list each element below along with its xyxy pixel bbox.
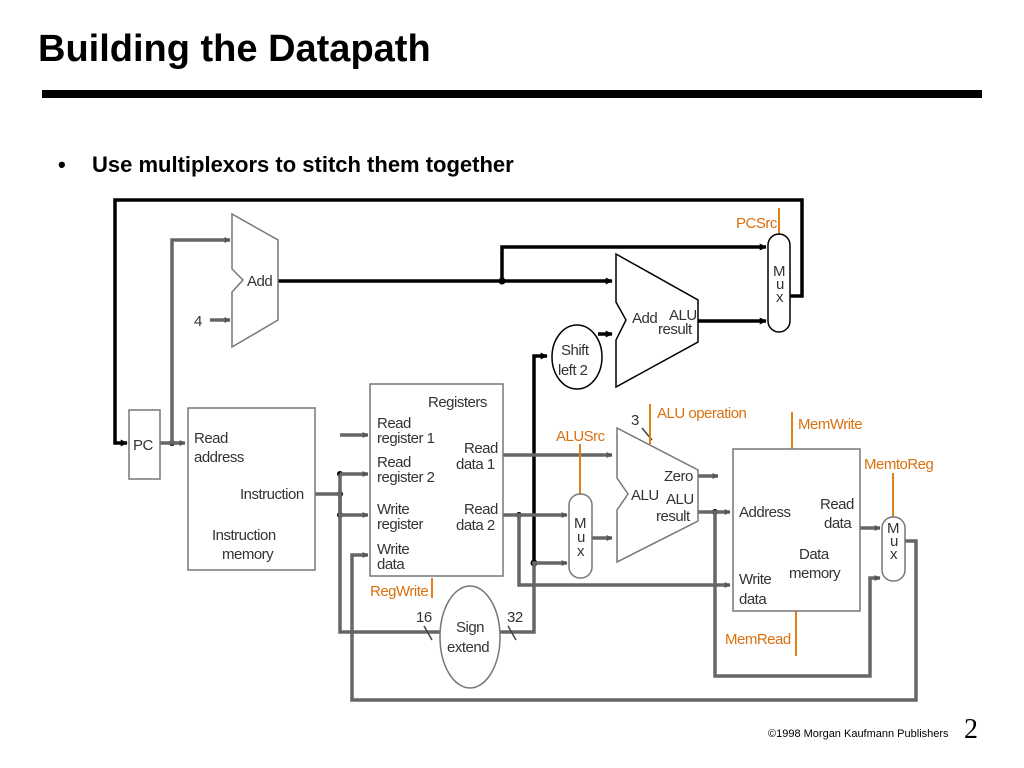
- sign-out-width: 32: [507, 609, 523, 626]
- svg-text:register: register: [377, 516, 424, 533]
- label-pcsrc: PCSrc: [736, 215, 778, 232]
- pc-feedback-wires: [113, 198, 804, 563]
- label-memwrite: MemWrite: [798, 416, 862, 433]
- svg-text:Read: Read: [377, 415, 411, 432]
- svg-text:data: data: [824, 515, 852, 532]
- svg-text:Instruction: Instruction: [212, 527, 276, 544]
- bullet-item: • Use multiplexors to stitch them togethe…: [58, 152, 514, 178]
- page-number: 2: [964, 714, 978, 745]
- svg-text:x: x: [577, 543, 585, 560]
- svg-text:M: M: [574, 515, 586, 532]
- svg-text:PC: PC: [133, 437, 154, 454]
- register-file: Registers Read register 1 Read register …: [369, 383, 504, 577]
- label-alusrc: ALUSrc: [556, 428, 606, 445]
- branch-adder: Add ALU result: [615, 252, 699, 389]
- svg-text:data: data: [377, 556, 405, 573]
- svg-text:result: result: [656, 508, 691, 525]
- svg-text:register 2: register 2: [377, 469, 435, 486]
- svg-text:address: address: [194, 449, 244, 466]
- svg-text:Read: Read: [377, 454, 411, 471]
- control-lines: [431, 208, 894, 656]
- label-regwrite: RegWrite: [370, 583, 428, 600]
- svg-text:ALU: ALU: [631, 487, 659, 504]
- svg-text:Read: Read: [464, 501, 498, 518]
- slide-title: Building the Datapath: [38, 28, 431, 70]
- svg-text:Zero: Zero: [664, 468, 693, 485]
- main-alu: ALU Zero ALU result 3: [616, 412, 699, 564]
- svg-text:memory: memory: [222, 546, 274, 563]
- label-memread: MemRead: [725, 631, 791, 648]
- svg-text:data 1: data 1: [456, 456, 495, 473]
- control-signal-labels: PCSrc ALU operation MemWrite ALUSrc Memt…: [370, 215, 934, 648]
- svg-text:Registers: Registers: [428, 394, 487, 411]
- memtoreg-mux: M u x: [881, 516, 906, 582]
- svg-text:x: x: [776, 289, 784, 306]
- svg-text:left 2: left 2: [558, 362, 588, 379]
- bullet-text: Use multiplexors to stitch them together: [92, 152, 514, 177]
- svg-text:register 1: register 1: [377, 430, 435, 447]
- pc-adder: Add: [231, 212, 279, 349]
- svg-text:extend: extend: [447, 639, 489, 656]
- svg-text:data: data: [739, 591, 767, 608]
- title-rule: [42, 90, 982, 98]
- svg-text:u: u: [577, 529, 585, 546]
- svg-text:memory: memory: [789, 565, 841, 582]
- svg-text:u: u: [776, 276, 784, 293]
- svg-text:Read: Read: [464, 440, 498, 457]
- datapath-wires: [160, 237, 918, 702]
- svg-text:M: M: [887, 520, 899, 537]
- svg-text:ALU: ALU: [669, 307, 697, 324]
- svg-text:u: u: [890, 533, 898, 550]
- svg-text:Sign: Sign: [456, 619, 484, 636]
- footer-copyright: ©1998 Morgan Kaufmann Publishers: [768, 728, 949, 740]
- svg-text:result: result: [658, 321, 693, 338]
- svg-text:Add: Add: [632, 310, 657, 327]
- svg-text:Add: Add: [247, 273, 272, 290]
- svg-text:Address: Address: [739, 504, 791, 521]
- pc-mux: M u x: [767, 233, 791, 333]
- constant-four: 4: [194, 313, 202, 330]
- svg-text:Shift: Shift: [561, 342, 590, 359]
- svg-text:Write: Write: [377, 541, 409, 558]
- shift-left-2: Shift left 2: [551, 324, 603, 390]
- svg-text:data 2: data 2: [456, 517, 495, 534]
- sign-in-width: 16: [416, 609, 432, 626]
- bullet-glyph: •: [58, 152, 66, 177]
- instruction-memory: Read address Instruction Instruction mem…: [187, 407, 316, 571]
- svg-text:Write: Write: [739, 571, 771, 588]
- svg-text:Read: Read: [194, 430, 228, 447]
- svg-text:x: x: [890, 546, 898, 563]
- label-alu-operation: ALU operation: [657, 405, 747, 422]
- label-memtoreg: MemtoReg: [864, 456, 934, 473]
- sign-extend: Sign extend 16 32: [416, 585, 523, 689]
- alu-op-width: 3: [631, 412, 639, 429]
- svg-text:ALU: ALU: [666, 491, 694, 508]
- svg-text:Data: Data: [799, 546, 830, 563]
- svg-text:Read: Read: [820, 496, 854, 513]
- svg-text:Write: Write: [377, 501, 409, 518]
- pc-register: PC: [128, 409, 161, 480]
- svg-text:Instruction: Instruction: [240, 486, 304, 503]
- alusrc-mux: M u x: [568, 493, 593, 579]
- svg-text:M: M: [773, 263, 785, 280]
- data-memory: Address Read data Write data Data memory: [732, 448, 861, 612]
